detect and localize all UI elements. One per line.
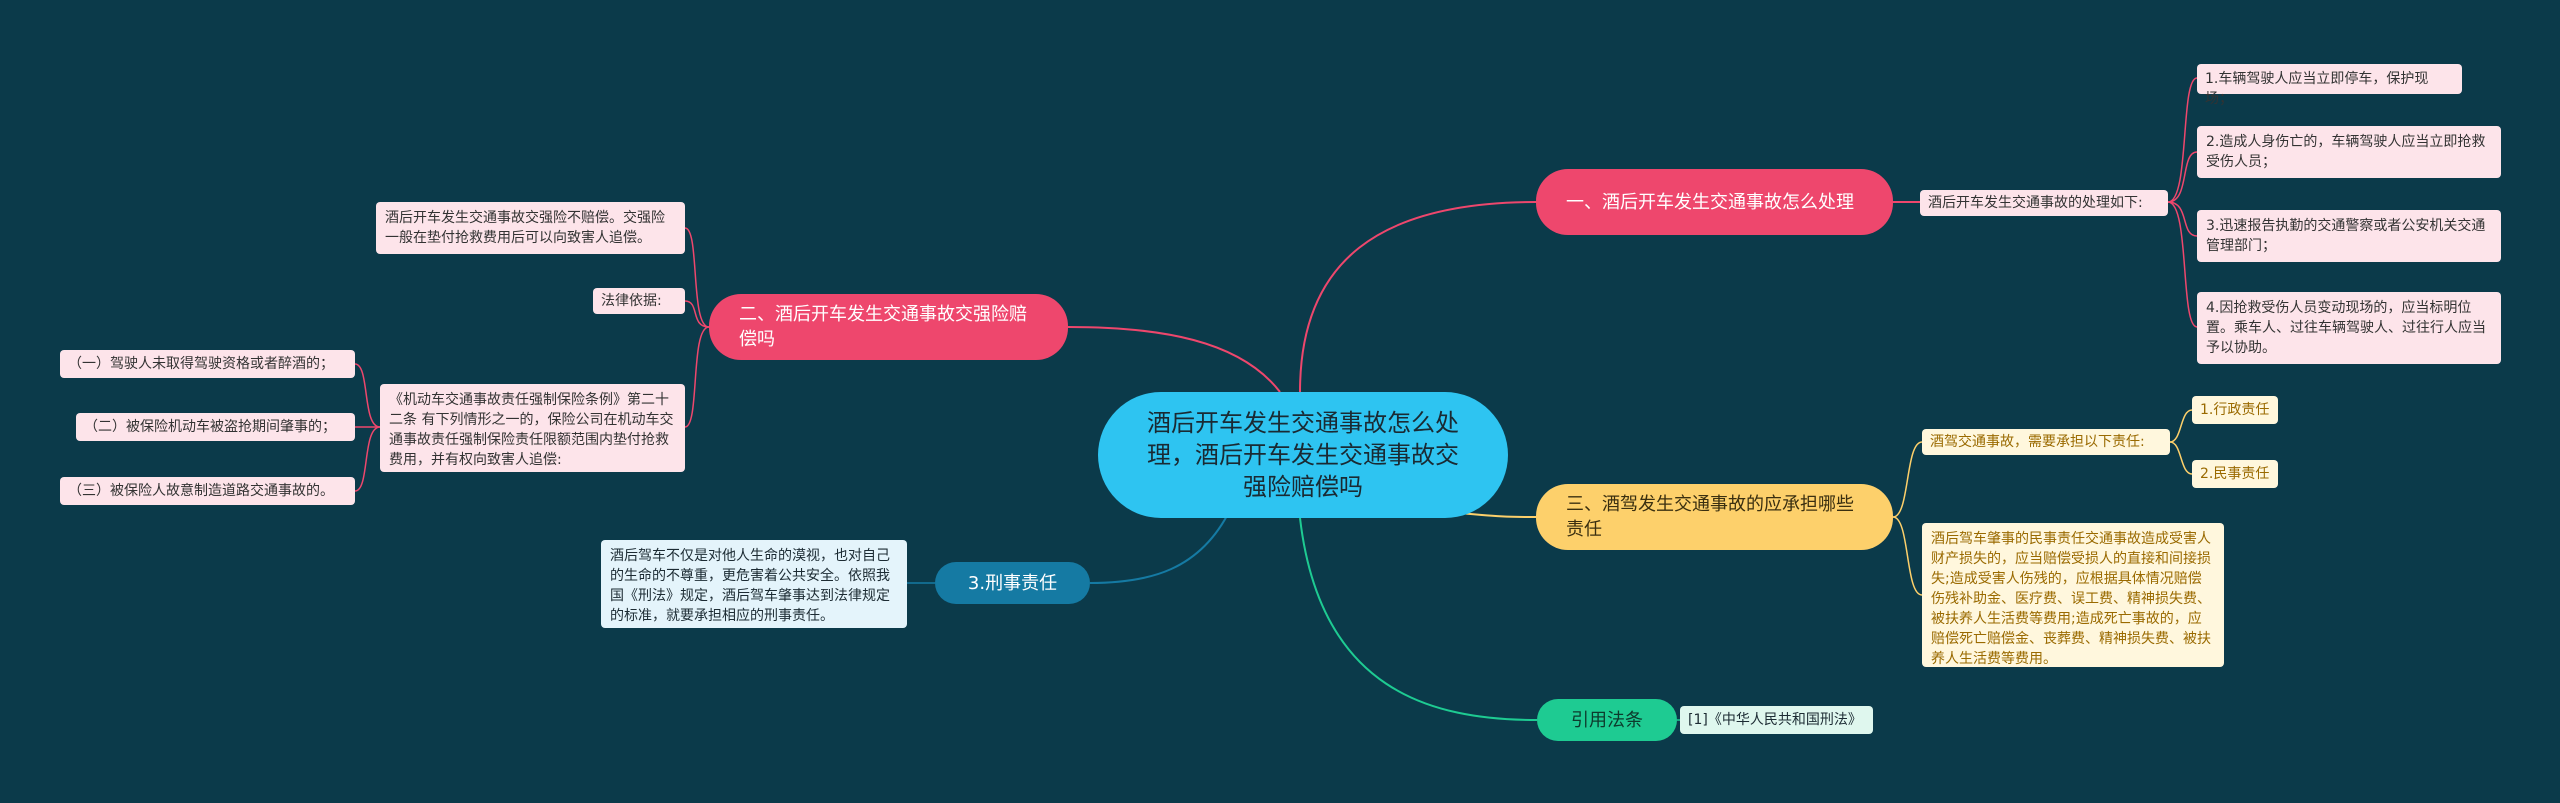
branch2-legal-basis-label[interactable]: 法律依据: (593, 288, 685, 314)
link-center-branch1 (1299, 201, 1537, 393)
branch1-item-2[interactable]: 2.造成人身伤亡的，车辆驾驶人应当立即抢救受伤人员； (2197, 126, 2501, 178)
link-b1-item4 (2167, 201, 2198, 328)
branch3-intro[interactable]: 酒驾交通事故，需要承担以下责任: (1922, 429, 2170, 455)
link-b3-civil (1892, 516, 1923, 596)
branch-insurance-compensation[interactable]: 二、酒后开车发生交通事故交强险赔偿吗 (709, 294, 1068, 360)
link-b3-item1 (2169, 409, 2193, 443)
link-center-branch5 (1299, 517, 1538, 721)
link-b1-item2 (2167, 151, 2198, 203)
branch-drunk-driving-liability[interactable]: 三、酒驾发生交通事故的应承担哪些责任 (1536, 484, 1893, 550)
central-topic[interactable]: 酒后开车发生交通事故怎么处理，酒后开车发生交通事故交强险赔偿吗 (1098, 392, 1508, 518)
link-b3-item2 (2169, 441, 2193, 475)
branch-criminal-liability[interactable]: 3.刑事责任 (935, 562, 1090, 604)
link-b2-law (684, 326, 710, 428)
branch2-law-text[interactable]: 《机动车交通事故责任强制保险条例》第二十二条 有下列情形之一的，保险公司在机动车… (380, 384, 685, 472)
link-center-branch2 (1067, 326, 1281, 393)
branch2-note[interactable]: 酒后开车发生交通事故交强险不赔偿。交强险一般在垫付抢救费用后可以向致害人追偿。 (376, 202, 685, 254)
branch4-text[interactable]: 酒后驾车不仅是对他人生命的漠视，也对自己的生命的不尊重，更危害着公共安全。依照我… (601, 540, 907, 628)
branch1-item-3[interactable]: 3.迅速报告执勤的交通警察或者公安机关交通管理部门； (2197, 210, 2501, 262)
branch2-item-1[interactable]: （一）驾驶人未取得驾驶资格或者醉酒的； (60, 350, 355, 378)
branch3-item-administrative[interactable]: 1.行政责任 (2192, 396, 2278, 424)
link-center-branch4 (1089, 509, 1231, 584)
branch3-item-civil[interactable]: 2.民事责任 (2192, 460, 2278, 488)
branch1-intro[interactable]: 酒后开车发生交通事故的处理如下: (1920, 190, 2168, 216)
link-b2-label (684, 300, 710, 328)
branch5-reference[interactable]: [1]《中华人民共和国刑法》 (1680, 706, 1873, 734)
branch2-item-2[interactable]: （二）被保险机动车被盗抢期间肇事的； (76, 413, 355, 441)
link-b3-intro (1892, 441, 1923, 518)
link-b1-item3 (2167, 201, 2198, 237)
branch-accident-handling[interactable]: 一、酒后开车发生交通事故怎么处理 (1536, 169, 1893, 235)
link-b2-item3 (354, 426, 381, 492)
link-b2-item1 (354, 363, 381, 428)
branch2-item-3[interactable]: （三）被保险人故意制造道路交通事故的。 (60, 477, 355, 505)
branch-cited-laws[interactable]: 引用法条 (1537, 699, 1677, 741)
branch1-item-1[interactable]: 1.车辆驾驶人应当立即停车，保护现场； (2197, 64, 2462, 107)
link-b2-note1 (684, 227, 710, 328)
branch1-item-4[interactable]: 4.因抢救受伤人员变动现场的，应当标明位置。乘车人、过往车辆驾驶人、过往行人应当… (2197, 292, 2501, 364)
link-b1-item1 (2167, 77, 2198, 203)
branch3-civil-detail[interactable]: 酒后驾车肇事的民事责任交通事故造成受害人财产损失的，应当赔偿受损人的直接和间接损… (1922, 523, 2224, 667)
